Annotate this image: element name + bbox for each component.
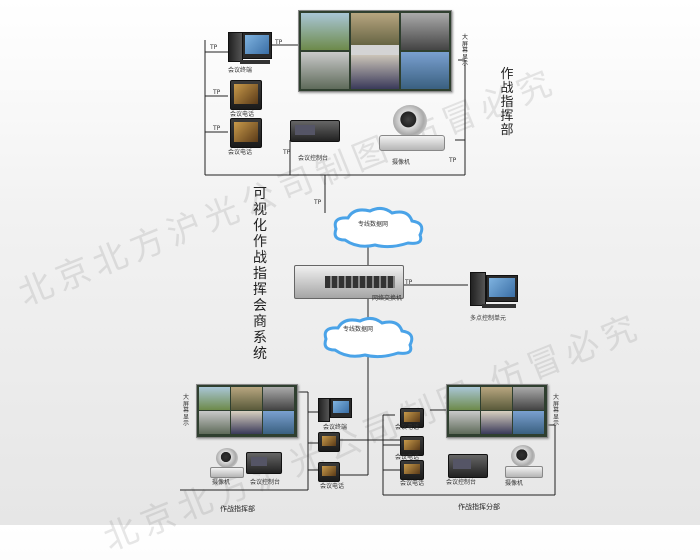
server-tower [470,272,486,306]
top-pc-monitor [242,32,272,59]
br-control-unit [448,454,488,478]
top-link-label-4: TP [213,125,221,132]
top-link-label-3: TP [213,89,221,96]
network-switch-label: 网络交换机 [372,295,403,302]
bl-control-unit-label: 会议控制台 [250,479,281,486]
top-camera [375,105,447,155]
top-control-unit [290,120,340,142]
br-control-unit-label: 会议控制台 [446,479,477,486]
system-vertical-title: 可视化作战指挥会商系统 [253,186,267,362]
cloud-network-2-label: 专线数据网 [343,326,374,333]
top-phone-1-label: 会议电话 [230,111,255,118]
br-caption: 作战指挥分部 [458,503,500,511]
bl-phone-1 [318,432,340,452]
bl-pc-tower [318,398,330,422]
cloud-network-1-label: 专线数据网 [358,221,389,228]
top-control-unit-label: 会议控制台 [298,155,329,162]
br-camera [503,445,543,479]
bl-pc-monitor [330,398,352,418]
top-link-label-7: TP [314,199,322,206]
bl-pc-label: 会议终端 [323,424,348,431]
br-phone-3 [400,460,424,480]
bl-camera [208,448,244,480]
br-phone-1-label: 会议电话 [395,424,420,431]
server-keyboard [482,304,516,308]
top-phone-2 [230,118,262,148]
bl-video-wall [196,384,298,438]
server-monitor [486,275,518,302]
network-switch [294,265,404,299]
top-video-wall [298,10,452,92]
top-phone-2-label: 会议电话 [228,149,253,156]
bl-phone-label: 会议电话 [320,483,345,490]
wall-banner [351,45,399,55]
bl-caption: 作战指挥部 [220,505,255,513]
top-link-label-6: TP [449,157,457,164]
top-screen-side-label: 大屏幕显示 [462,34,469,68]
br-screen-side-label: 大屏幕显示 [553,394,560,428]
bl-control-unit [246,452,282,474]
br-phone-1 [400,408,424,428]
bl-camera-label: 摄像机 [212,479,231,486]
bl-screen-side-label: 大屏幕显示 [183,394,190,428]
top-pc-tower [228,32,243,62]
top-link-label-1: TP [210,44,218,51]
top-phone-1 [230,80,262,110]
br-phone-3-label: 会议电话 [400,480,425,487]
top-link-label-5: TP [283,149,291,156]
top-link-label-2: TP [275,39,283,46]
br-phone-2-label: 会议电话 [395,454,420,461]
center-link-label-1: TP [405,279,413,286]
bl-phone-2 [318,462,340,482]
connection-lines [180,40,556,496]
br-camera-label: 摄像机 [505,480,524,487]
br-video-wall [446,384,548,438]
hq-title: 作战指挥部 [500,67,514,138]
top-pc-keyboard [240,60,270,64]
server-label: 多点控制单元 [470,315,507,322]
cloud-network-1 [333,206,424,249]
top-pc-label: 会议终端 [228,67,253,74]
br-phone-2 [400,436,424,456]
cloud-network-2 [323,316,414,359]
top-camera-label: 摄像机 [392,159,411,166]
